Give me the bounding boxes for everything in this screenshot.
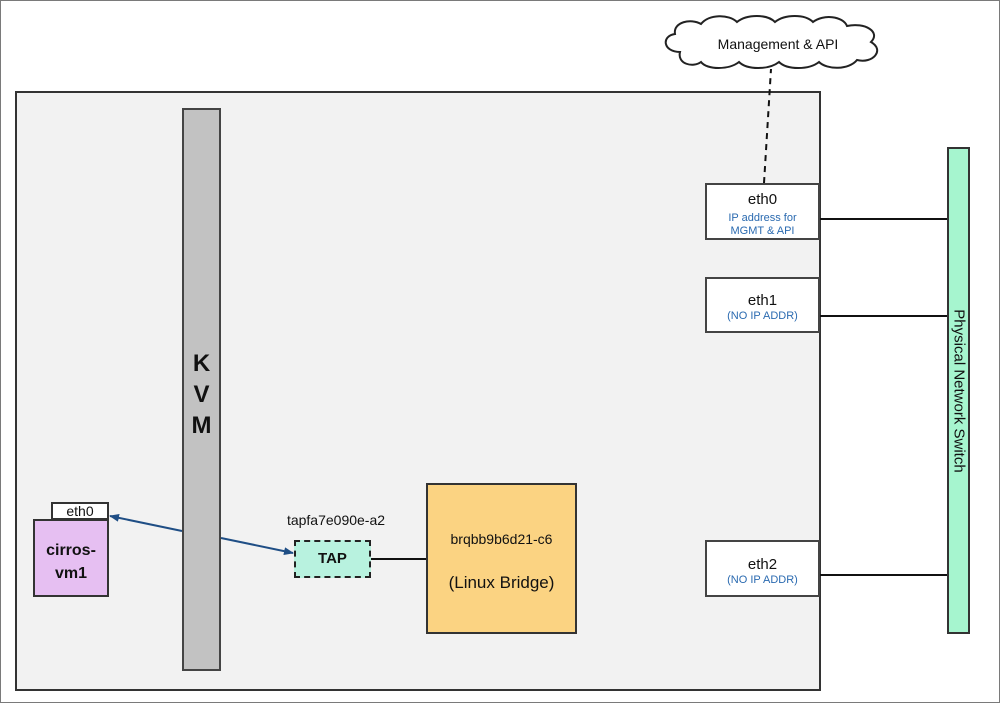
vm-label: cirros- vm1 [46, 542, 96, 582]
nic-detail: (NO IP ADDR) [727, 574, 798, 586]
vm-eth0-interface: eth0 [51, 502, 109, 520]
nic-detail-line2: MGMT & API [730, 225, 795, 237]
nic-name: eth0 [747, 191, 778, 208]
kvm-hypervisor: K V M [182, 108, 221, 671]
host-nic-eth2: eth2 (NO IP ADDR) [705, 540, 820, 597]
host-nic-eth1: eth1 (NO IP ADDR) [705, 277, 820, 333]
tap-device-name: tapfa7e090e-a2 [286, 512, 386, 528]
vm-cirros: cirros- vm1 [33, 519, 109, 597]
nic-name: eth1 [747, 292, 778, 309]
kvm-to-tap-arrow [220, 537, 294, 556]
tap-device: TAP [294, 540, 371, 578]
kvm-label: K V M [191, 350, 212, 439]
bridge-type-label: (Linux Bridge) [448, 573, 555, 592]
cloud-icon [664, 15, 878, 69]
eth0-to-management-link [763, 68, 772, 184]
nic-detail-line1: IP address for [728, 212, 797, 224]
physical-network-switch: Physical Network Switch [947, 147, 970, 634]
kvm-to-vm-arrow [109, 513, 183, 532]
management-api-label: Management & API [717, 36, 839, 52]
switch-label: Physical Network Switch [950, 308, 967, 473]
nic-name: eth2 [747, 556, 778, 573]
linux-bridge: brqbb9b6d21-c6 (Linux Bridge) [426, 483, 577, 634]
host-nic-eth0: eth0 IP address for MGMT & API [705, 183, 820, 240]
compute-host [15, 91, 821, 691]
nic-detail: (NO IP ADDR) [727, 310, 798, 322]
bridge-name: brqbb9b6d21-c6 [450, 531, 553, 547]
